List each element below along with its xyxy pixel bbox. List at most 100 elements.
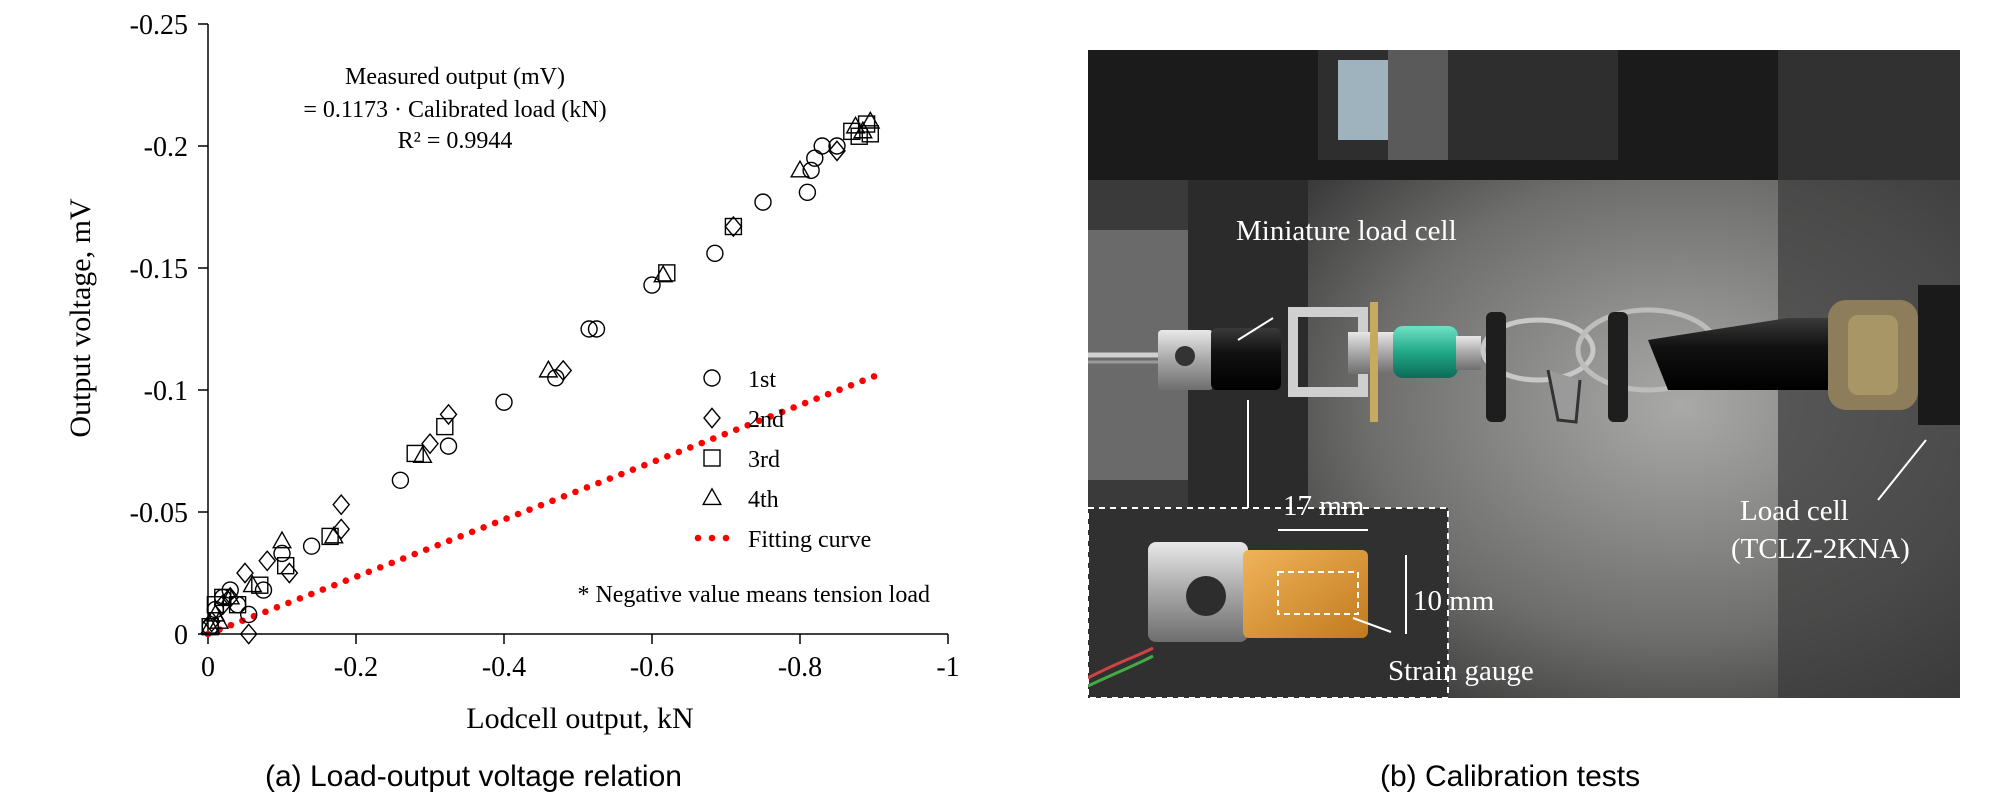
label-miniature-load-cell: Miniature load cell	[1236, 215, 1457, 247]
fitting-curve-dot	[629, 466, 637, 473]
data-point-4th	[790, 159, 810, 178]
data-point-1st	[302, 537, 321, 555]
data-point-3rd	[277, 556, 295, 575]
data-point-4th	[538, 359, 559, 378]
data-point-1st	[391, 471, 410, 489]
data-point-3rd	[406, 444, 424, 463]
fitting-curve-dot	[457, 532, 464, 540]
x-tick-label: -0.6	[630, 652, 674, 683]
fitting-curve-dot	[709, 435, 717, 442]
label-load-cell-model: (TCLZ-2KNA)	[1731, 533, 1910, 565]
fitting-curve-dot	[790, 404, 797, 411]
y-tick-label: -0.1	[144, 376, 188, 407]
data-point-1st	[798, 183, 817, 202]
fitting-curve-dot	[480, 524, 487, 531]
legend-fit-dot	[708, 534, 716, 542]
label-height: 10 mm	[1413, 585, 1495, 617]
fitting-curve-dot	[411, 550, 418, 558]
fitting-curve-dot	[422, 546, 430, 553]
data-point-1st	[239, 605, 258, 624]
equation-line: = 0.1173 · Calibrated load (kN)	[303, 97, 606, 123]
equation-annotation: Measured output (mV)= 0.1173 · Calibrate…	[303, 64, 606, 154]
legend-marker-4th	[702, 487, 722, 506]
data-point-1st	[828, 137, 846, 155]
data-point-1st	[643, 276, 661, 294]
y-tick-label: 0	[174, 620, 188, 651]
x-tick-label: -0.4	[482, 652, 526, 683]
chart-axes: 0-0.2-0.4-0.6-0.8-10-0.05-0.1-0.15-0.2-0…	[130, 10, 960, 683]
fitting-curve-dot	[365, 568, 373, 576]
equation-line: R² = 0.9944	[398, 128, 513, 154]
fitting-curve-dot	[732, 426, 740, 434]
fitting-curve-dot	[239, 617, 246, 624]
fitting-curve-dot	[813, 395, 820, 402]
data-point-2nd	[439, 403, 458, 426]
fitting-curve-dot	[641, 461, 648, 469]
data-point-2nd	[239, 623, 258, 645]
fitting-curve-dot	[664, 453, 671, 460]
data-point-2nd	[332, 493, 351, 516]
fitting-curve-dot	[767, 413, 774, 420]
x-axis-label: Lodcell output, kN	[466, 702, 693, 735]
data-point-1st	[587, 320, 606, 338]
data-point-1st	[495, 393, 513, 411]
fitting-curve-dot	[859, 377, 866, 385]
data-point-3rd	[861, 125, 879, 143]
data-point-2nd	[280, 562, 299, 584]
fitting-curve-dot	[675, 448, 683, 456]
fitting-curve-dot	[445, 537, 453, 545]
data-point-4th	[220, 586, 241, 605]
y-axis-label: Output voltage, mV	[64, 198, 97, 437]
fitting-curve-dot	[273, 604, 281, 611]
data-point-2nd	[332, 518, 351, 540]
fitting-curve-dot	[572, 488, 579, 496]
fitting-curve-dot	[560, 493, 568, 500]
legend-marker-3rd	[703, 449, 721, 467]
caption-a: (a) Load-output voltage relation	[265, 760, 682, 793]
fitting-curve-dot	[308, 590, 315, 598]
data-point-1st	[813, 137, 831, 155]
data-point-1st	[273, 544, 291, 563]
data-point-1st	[580, 320, 598, 338]
fitting-curve-dot	[698, 439, 706, 447]
fitting-curve-dot	[652, 457, 660, 465]
data-point-2nd	[236, 562, 254, 584]
fitting-curve-dot	[595, 479, 602, 487]
legend-label: 4th	[748, 487, 779, 513]
data-point-4th	[845, 115, 866, 134]
data-point-2nd	[828, 140, 846, 162]
data-point-3rd	[436, 417, 454, 436]
fitting-curve-dot	[836, 386, 843, 394]
fitting-curve-dot	[262, 608, 269, 616]
fitting-curve-dot	[285, 599, 292, 607]
label-strain-gauge: Strain gauge	[1388, 655, 1534, 687]
fitting-curve-dot	[801, 399, 809, 407]
photo-illustration: Miniature load cell 17 mm 10 mm Strain g…	[1088, 50, 1960, 698]
fitting-curve-dot	[526, 506, 533, 513]
data-point-4th	[852, 120, 873, 139]
fitting-curve-dot	[537, 501, 545, 509]
x-tick-label: -0.2	[334, 652, 378, 683]
data-point-2nd	[213, 594, 232, 616]
data-point-2nd	[258, 550, 277, 572]
legend-marker-2nd	[703, 407, 721, 429]
data-point-4th	[653, 264, 674, 283]
legend-label: 3rd	[748, 447, 780, 473]
data-point-3rd	[228, 596, 247, 614]
data-point-4th	[412, 445, 433, 463]
data-point-3rd	[251, 576, 269, 594]
data-point-4th	[200, 616, 221, 634]
data-point-1st	[754, 193, 772, 211]
data-point-4th	[242, 574, 263, 593]
data-point-4th	[272, 530, 292, 549]
fitting-curve-dot	[342, 577, 350, 585]
fitting-curve-dot	[847, 381, 855, 389]
fitting-curve-dot	[778, 408, 786, 416]
data-point-1st	[706, 244, 724, 263]
legend-fit-dot	[722, 534, 730, 542]
fitting-curve-dot	[744, 421, 751, 429]
y-tick-label: -0.15	[130, 254, 188, 285]
fitting-curve-dot	[606, 475, 614, 482]
caption-b: (b) Calibration tests	[1380, 760, 1641, 793]
fitting-curve-dot	[331, 581, 338, 589]
